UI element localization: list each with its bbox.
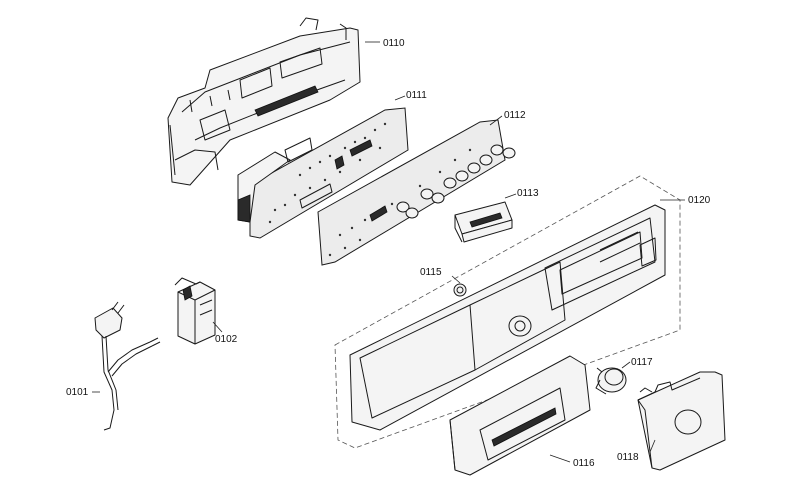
- part-0110-housing: [167, 17, 361, 186]
- part-0112-control-pcb: [317, 119, 516, 266]
- part-0113-display-module: [454, 201, 513, 243]
- label-0117: 0117: [631, 357, 653, 368]
- part-0101-power-cord: [94, 301, 161, 431]
- part-0120-fascia: [334, 175, 681, 449]
- label-0111: 0111: [406, 90, 427, 101]
- label-0110: 0110: [383, 38, 405, 49]
- part-0102-filter: [174, 277, 216, 345]
- part-0111-pcb: [237, 107, 409, 239]
- label-0102: 0102: [215, 334, 238, 345]
- part-0117-knob: [595, 367, 627, 395]
- label-0113: 0113: [517, 188, 539, 199]
- part-0118-cover: [637, 371, 726, 471]
- label-0120: 0120: [688, 195, 711, 206]
- part-0116-drawer-front: [449, 355, 591, 476]
- knob-row: [396, 144, 516, 219]
- label-0118: 0118: [617, 452, 639, 463]
- part-0115-button: [453, 283, 467, 297]
- label-0101: 0101: [66, 387, 89, 398]
- label-0112: 0112: [504, 110, 526, 121]
- label-0116: 0116: [573, 458, 595, 469]
- label-0115: 0115: [420, 267, 442, 278]
